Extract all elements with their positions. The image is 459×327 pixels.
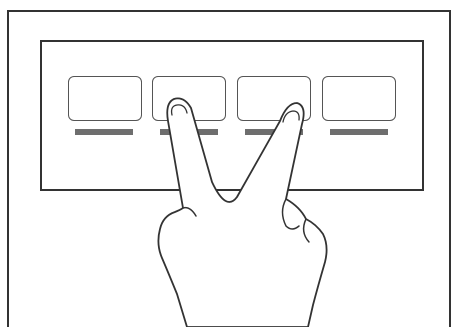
touch-key-1[interactable] — [68, 76, 142, 121]
key-indicator-2 — [160, 129, 218, 135]
key-indicator-1 — [75, 129, 133, 135]
key-indicator-4 — [330, 129, 388, 135]
touch-key-3[interactable] — [237, 76, 311, 121]
touch-key-2[interactable] — [152, 76, 226, 121]
key-indicator-3 — [245, 129, 303, 135]
touch-key-4[interactable] — [322, 76, 396, 121]
